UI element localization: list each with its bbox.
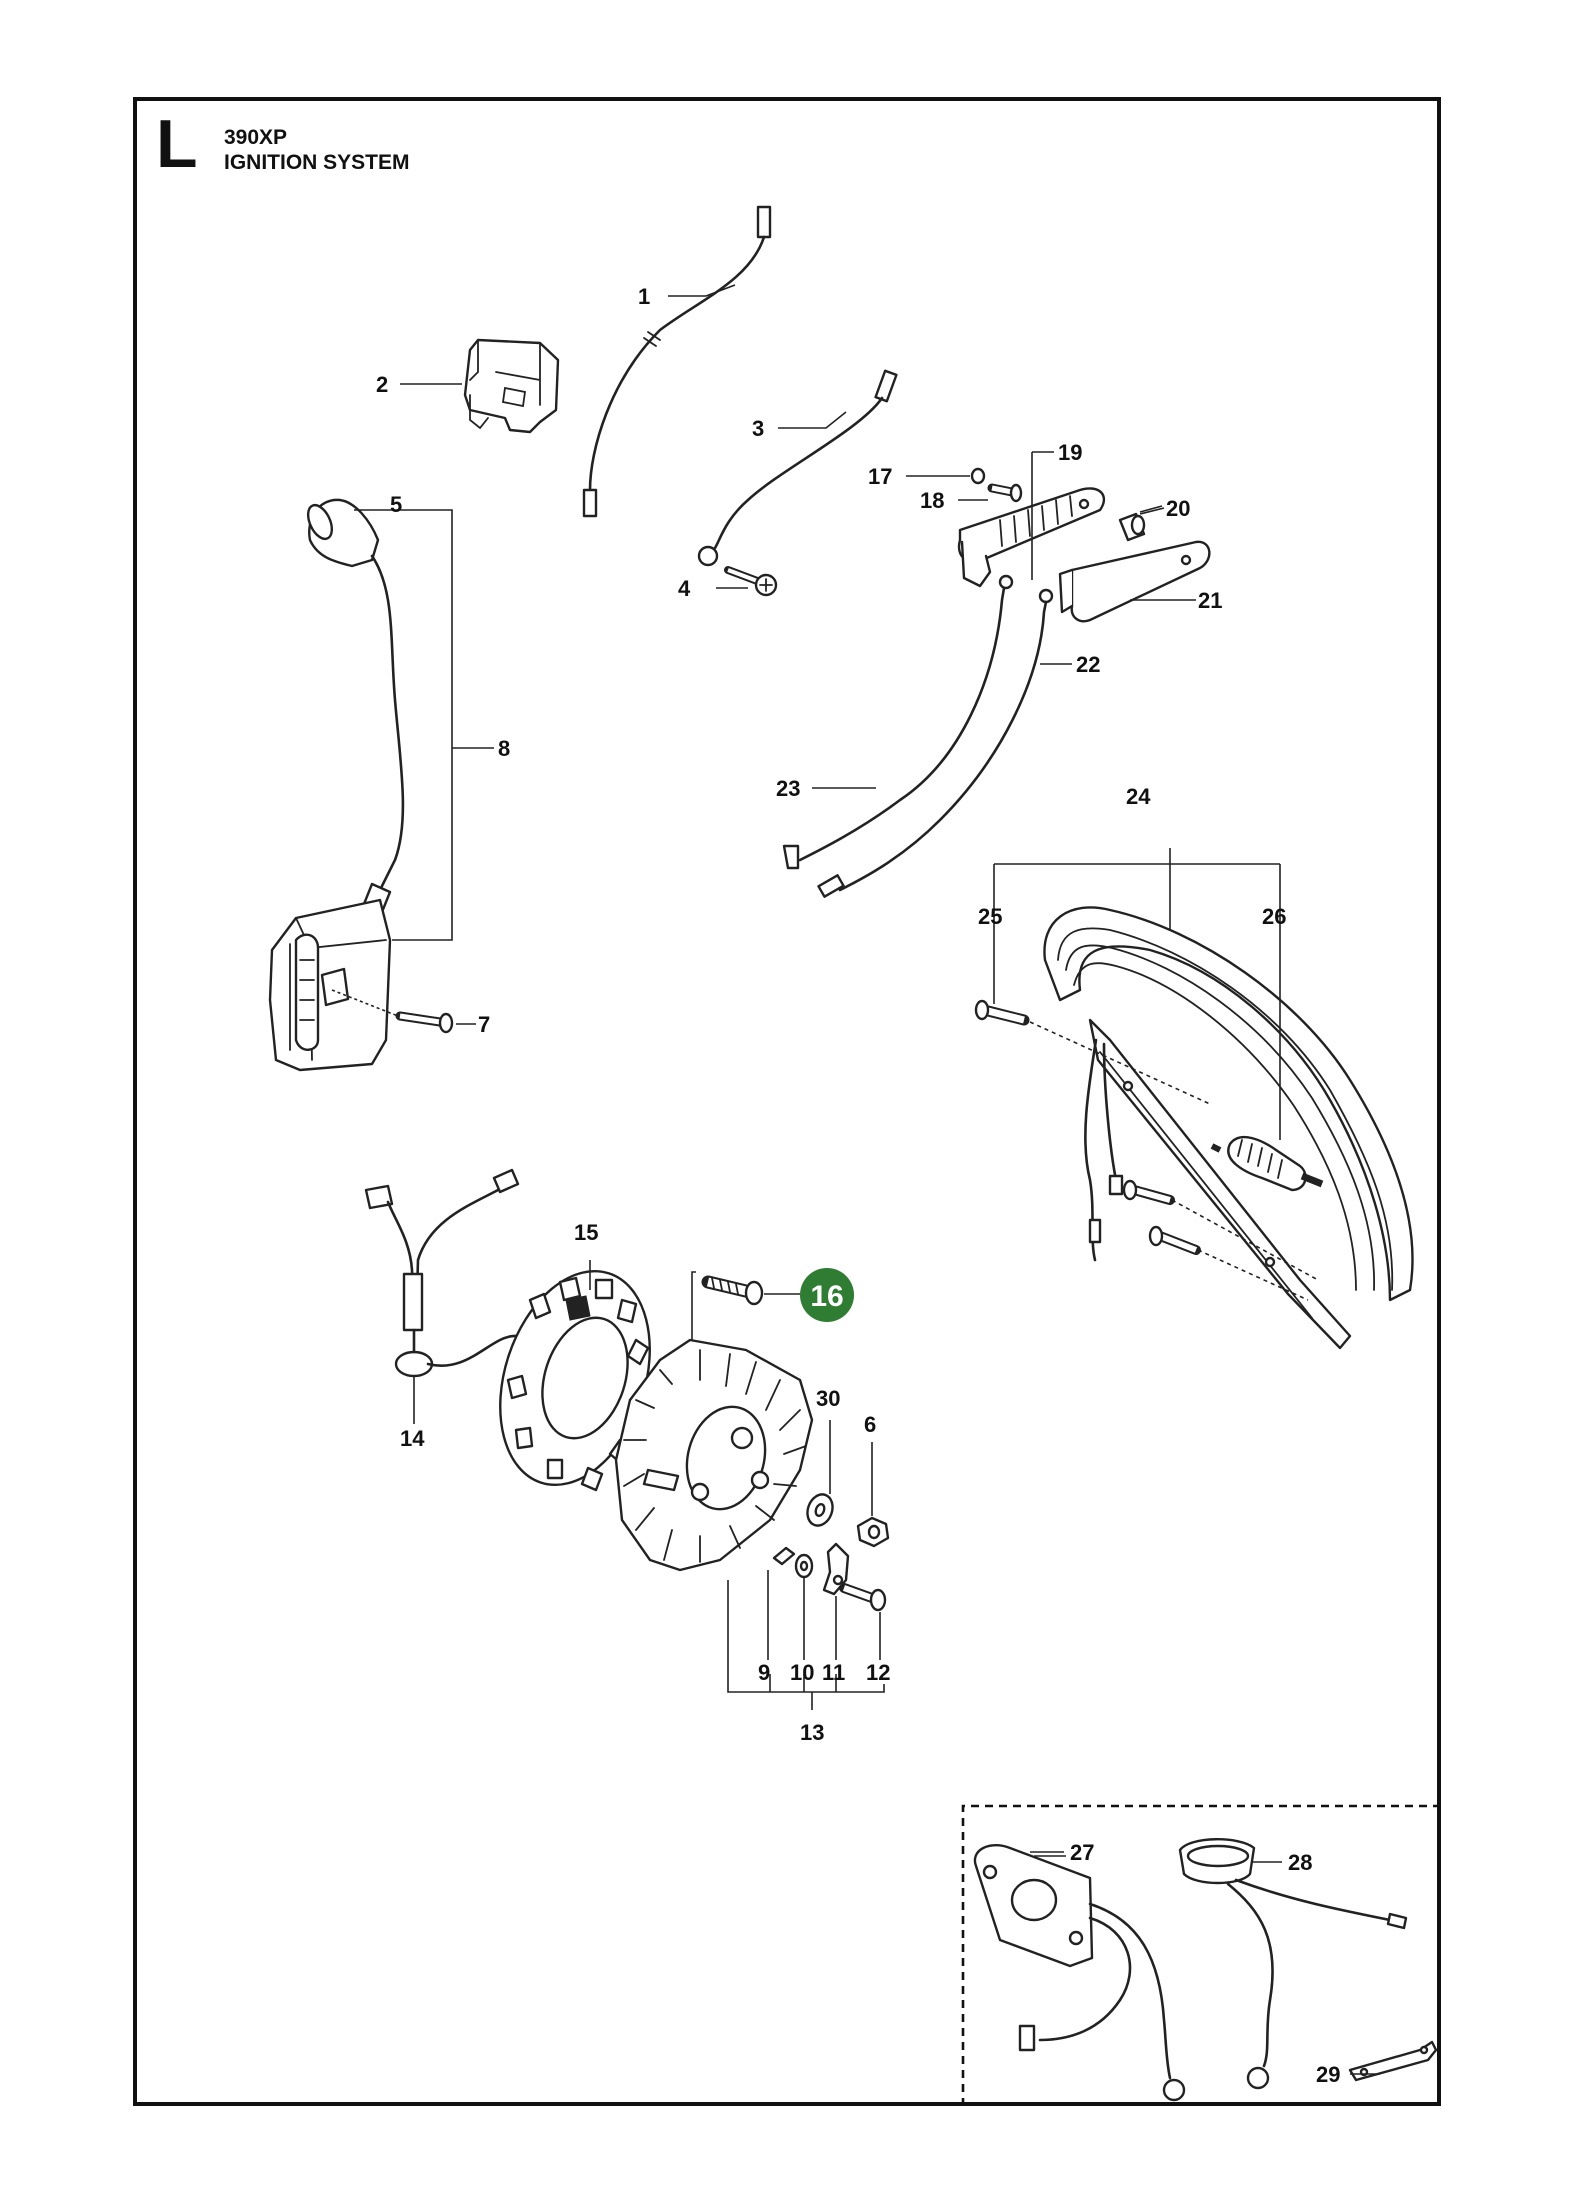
inset-dashed-border <box>961 1804 1441 2106</box>
part-6-nut[interactable] <box>856 1516 890 1548</box>
callout-12: 12 <box>866 1660 890 1685</box>
part-12-screw[interactable] <box>839 1583 887 1612</box>
callout-14: 14 <box>400 1426 425 1451</box>
part-27-heating-element-kit[interactable] <box>973 1843 1186 2102</box>
part-30-washer[interactable] <box>803 1491 836 1529</box>
part-8-ignition-module[interactable] <box>268 498 405 1072</box>
callout-18: 18 <box>920 488 944 513</box>
part-29-clip[interactable] <box>1348 2040 1438 2082</box>
callout-21: 21 <box>1198 588 1222 613</box>
part-25-screw[interactable] <box>974 999 1211 1105</box>
callout-26: 26 <box>1262 904 1286 929</box>
leader-13 <box>727 1580 885 1693</box>
callout-15: 15 <box>574 1220 598 1245</box>
diagram-frame <box>133 97 1441 2106</box>
part-22-wire[interactable] <box>817 588 1054 898</box>
part-4-screw[interactable] <box>724 566 778 597</box>
callout-17: 17 <box>868 464 892 489</box>
callout-10: 10 <box>790 1660 814 1685</box>
part-9-key[interactable] <box>772 1546 796 1566</box>
part-18-screw[interactable] <box>987 483 1023 503</box>
part-handle-screws[interactable] <box>1122 1179 1319 1301</box>
leader-19 <box>1031 451 1054 580</box>
callout-4: 4 <box>678 576 691 601</box>
callout-7: 7 <box>478 1012 490 1037</box>
callout-20: 20 <box>1166 496 1190 521</box>
part-16-screw-highlighted[interactable] <box>701 1275 764 1306</box>
callout-2: 2 <box>376 372 388 397</box>
part-20-spacer[interactable] <box>1118 512 1146 542</box>
part-2-stop-switch[interactable] <box>463 338 560 434</box>
part-17-washer[interactable] <box>970 467 986 485</box>
part-11-pawl[interactable] <box>822 1542 850 1596</box>
callout-16: 16 <box>810 1280 843 1313</box>
callout-24: 24 <box>1126 784 1151 809</box>
model-number: 390XP <box>224 126 288 149</box>
callout-29: 29 <box>1316 2062 1340 2087</box>
callout-6: 6 <box>864 1412 876 1437</box>
part-14-15-stator-with-cable[interactable] <box>364 1168 676 1504</box>
highlight-badge[interactable] <box>800 1268 854 1322</box>
callout-27: 27 <box>1070 1840 1094 1865</box>
callout-9: 9 <box>758 1660 770 1685</box>
part-1-ignition-wire[interactable] <box>582 205 772 518</box>
part-23-wire[interactable] <box>782 574 1014 870</box>
callout-23: 23 <box>776 776 800 801</box>
callout-30: 30 <box>816 1386 840 1411</box>
leader-3 <box>778 411 847 429</box>
callout-22: 22 <box>1076 652 1100 677</box>
leader-20 <box>1139 507 1165 515</box>
part-3-ground-wire[interactable] <box>697 369 898 567</box>
callout-25: 25 <box>978 904 1002 929</box>
part-7-screw[interactable] <box>395 1011 454 1034</box>
part-13-flywheel[interactable] <box>614 1338 814 1572</box>
callout-28: 28 <box>1288 1850 1312 1875</box>
callout-3: 3 <box>752 416 764 441</box>
section-title: IGNITION SYSTEM <box>224 151 410 174</box>
part-21-cover-plate[interactable] <box>1058 540 1211 623</box>
callout-11: 11 <box>822 1660 845 1685</box>
callout-5: 5 <box>390 492 402 517</box>
leader-5-8 <box>354 509 453 941</box>
section-letter: L <box>156 106 198 182</box>
part-24-handle-heating[interactable] <box>1043 906 1414 1350</box>
callout-19: 19 <box>1058 440 1082 465</box>
part-28-heating-element-kit[interactable] <box>1178 1838 1408 2090</box>
leader-24-25-26 <box>993 863 1281 1140</box>
part-10-washer[interactable] <box>794 1553 814 1579</box>
callout-1: 1 <box>638 284 650 309</box>
leader-1 <box>668 284 736 297</box>
callout-13: 13 <box>800 1720 824 1745</box>
callout-8: 8 <box>498 736 510 761</box>
